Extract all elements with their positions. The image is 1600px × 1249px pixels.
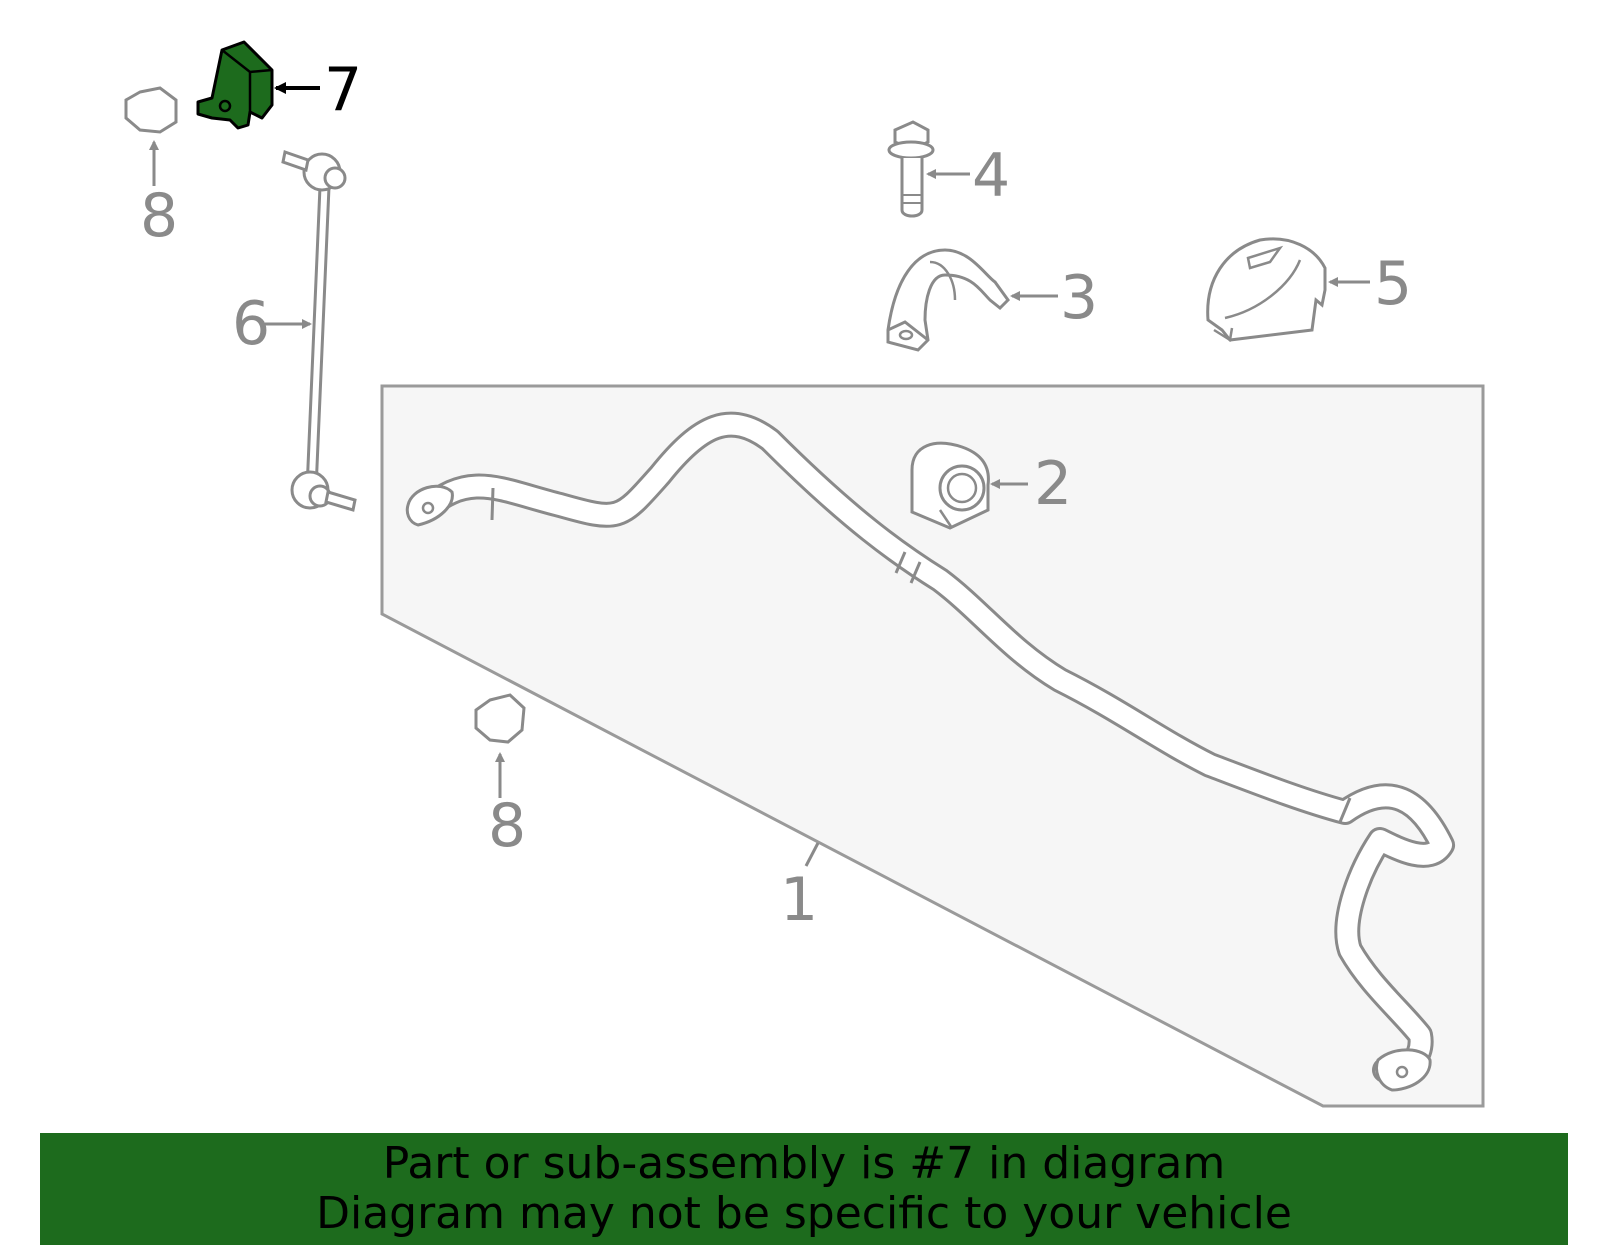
bolt[interactable]	[887, 120, 935, 218]
bushing[interactable]	[910, 441, 990, 530]
link-bracket[interactable]	[196, 40, 274, 130]
callout-6: 6	[232, 289, 270, 359]
callout-8-upper: 8	[140, 181, 178, 251]
banner-line-1: Part or sub-assembly is #7 in diagram	[382, 1138, 1226, 1189]
bracket-cover[interactable]	[1206, 237, 1327, 343]
callout-7: 7	[324, 55, 362, 125]
assembly-panel	[380, 384, 1485, 1108]
callout-4: 4	[972, 141, 1010, 211]
callout-1: 1	[780, 865, 818, 935]
stabilizer-bar[interactable]	[405, 411, 1455, 1092]
callout-5: 5	[1374, 249, 1412, 319]
stabilizer-link[interactable]	[281, 150, 357, 512]
callout-2: 2	[1034, 449, 1072, 519]
leader-1	[804, 842, 820, 867]
notice-banner: Part or sub-assembly is #7 in diagram Di…	[40, 1133, 1568, 1245]
callout-8-lower: 8	[488, 791, 526, 861]
bushing-bracket[interactable]	[886, 248, 1010, 352]
banner-line-2: Diagram may not be specific to your vehi…	[316, 1188, 1292, 1239]
nut-upper[interactable]	[124, 86, 178, 134]
callout-3: 3	[1060, 263, 1098, 333]
nut-lower[interactable]	[474, 693, 526, 744]
